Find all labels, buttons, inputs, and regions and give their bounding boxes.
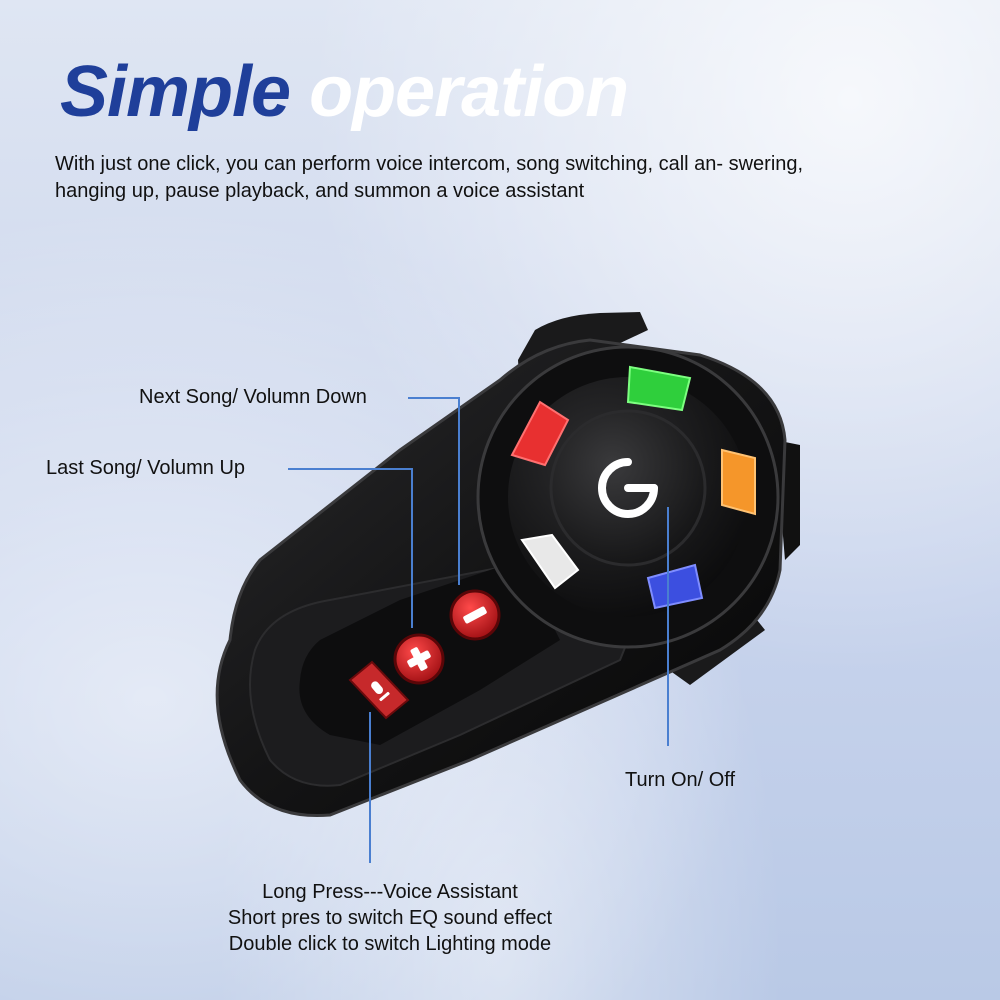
led-blue (646, 563, 704, 610)
led-green (626, 365, 692, 412)
minus-icon (463, 606, 487, 624)
assistant-line-1: Long Press---Voice Assistant (262, 881, 518, 903)
callout-lines (288, 397, 669, 863)
page-title: Simple operation (60, 52, 629, 132)
voice-assistant-icon (371, 681, 390, 702)
page-subtitle: With just one click, you can perform voi… (55, 153, 804, 202)
title-word-simple: Simple (60, 52, 291, 132)
next-song-line (408, 397, 460, 585)
title-word-operation: operation (309, 52, 629, 132)
assistant-line-3: Double click to switch Lighting mode (228, 933, 552, 955)
plus-icon (407, 647, 431, 671)
next-song-label: Next Song/ Volumn Down (139, 386, 367, 408)
last-song-label: Last Song/ Volumn Up (46, 457, 246, 479)
led-orange (721, 448, 756, 516)
power-icon (598, 458, 658, 518)
assistant-line-2: Short pres to switch EQ sound effect (227, 907, 553, 929)
last-song-line (288, 468, 413, 628)
voice-assistant-label: Long Press---Voice Assistant Short pres … (190, 879, 590, 957)
led-white (520, 533, 580, 590)
power-label: Turn On/ Off (625, 769, 736, 791)
led-red (510, 400, 570, 467)
